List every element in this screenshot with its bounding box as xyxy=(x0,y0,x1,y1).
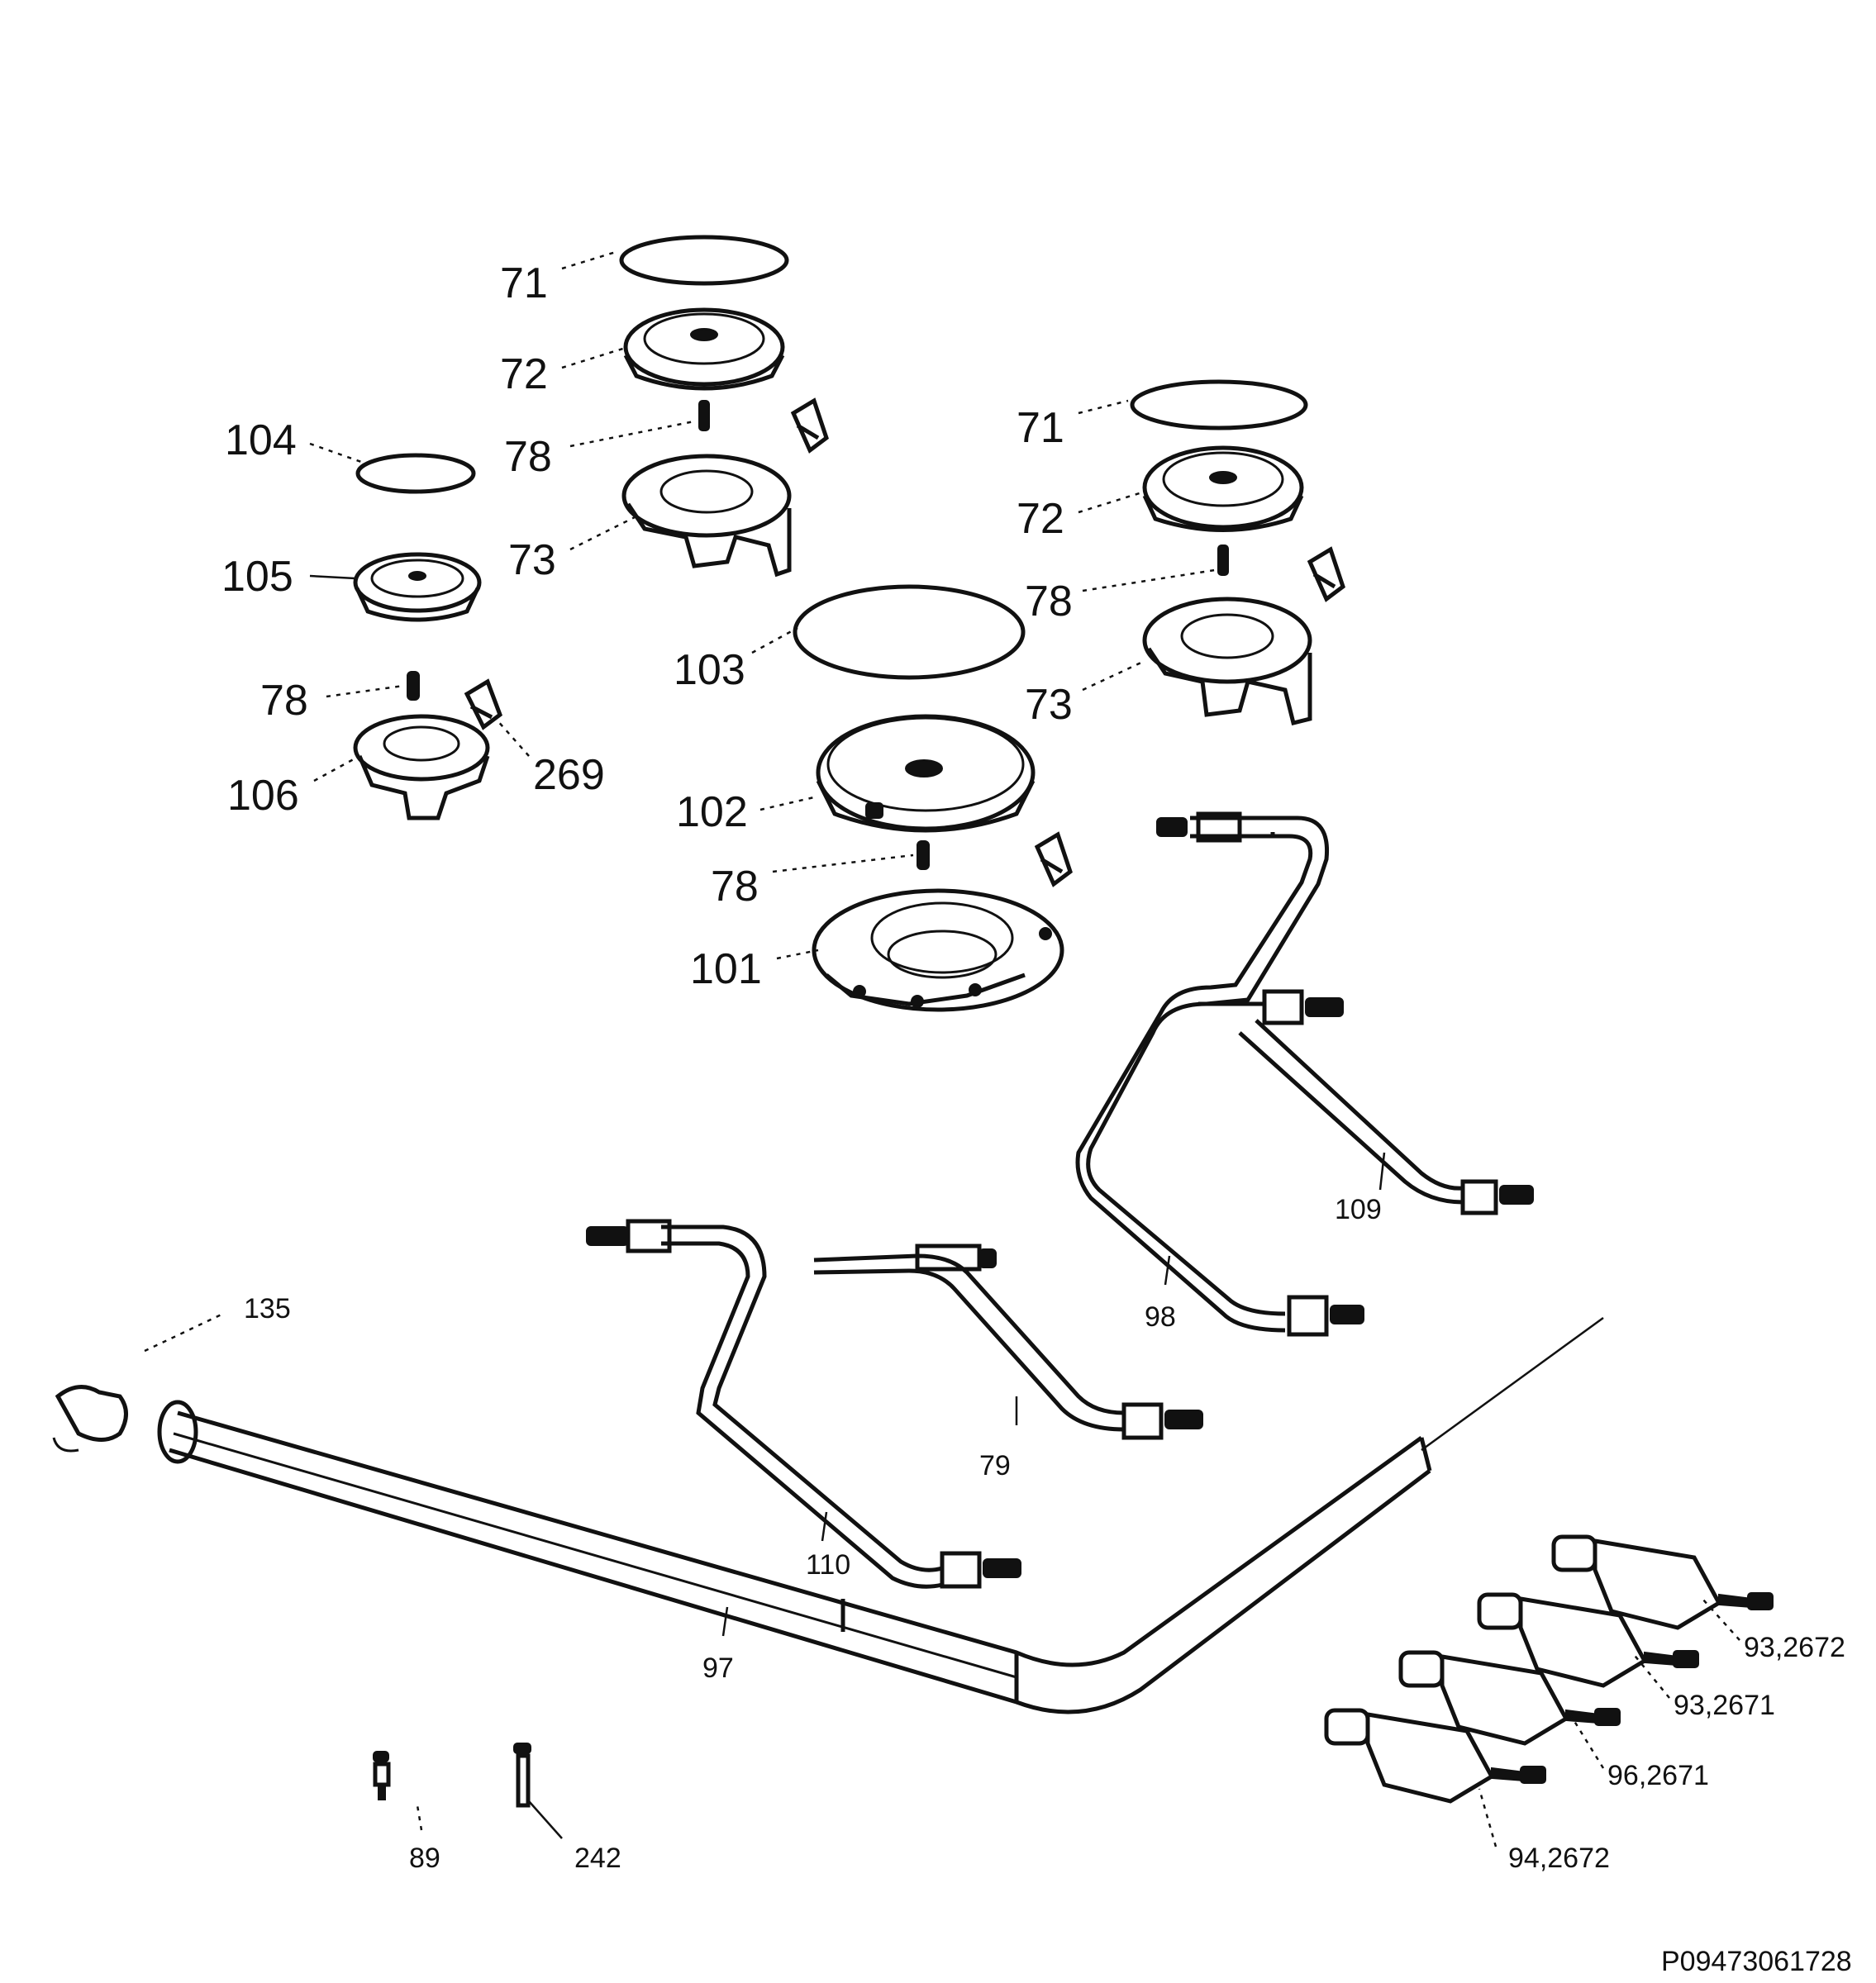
callout-73a: 73 xyxy=(508,536,556,584)
injector-78b xyxy=(407,671,420,701)
gas-valve-96-2671 xyxy=(1398,1650,1621,1746)
burner-stack-left xyxy=(619,235,829,578)
gas-pipe-110 xyxy=(586,1219,1021,1589)
gas-rail-97 xyxy=(157,1316,1604,1714)
fitting-135 xyxy=(52,1385,128,1453)
callout-93-2671: 93,2671 xyxy=(1674,1690,1775,1721)
callout-72a: 72 xyxy=(500,350,548,398)
burner-cap-72a xyxy=(623,307,785,391)
gas-valve-93-2672 xyxy=(1551,1534,1774,1630)
callout-94-2672: 94,2672 xyxy=(1508,1843,1610,1874)
callout-96-2671: 96,2671 xyxy=(1607,1760,1709,1791)
burner-base-101 xyxy=(812,888,1064,1012)
callout-78d: 78 xyxy=(711,863,759,911)
burner-cap-ring-71a xyxy=(619,235,789,286)
burner-cap-ring-104 xyxy=(355,453,476,494)
callout-78b: 78 xyxy=(260,677,308,725)
burner-cap-102 xyxy=(816,714,1036,833)
callout-93-2672: 93,2672 xyxy=(1744,1632,1845,1663)
callout-73b: 73 xyxy=(1025,681,1073,729)
reference-code: P09473061728 xyxy=(1661,1946,1852,1977)
callout-78a: 78 xyxy=(504,433,552,481)
callout-101: 101 xyxy=(690,945,762,993)
callout-97: 97 xyxy=(702,1652,734,1684)
callout-72b: 72 xyxy=(1017,495,1064,543)
burner-cap-72b xyxy=(1142,445,1304,532)
callout-135: 135 xyxy=(244,1293,291,1324)
injector-78d xyxy=(917,840,930,870)
callout-109: 109 xyxy=(1335,1194,1382,1225)
screw-89 xyxy=(373,1751,391,1800)
callout-71a: 71 xyxy=(500,259,548,307)
callout-89: 89 xyxy=(409,1843,440,1874)
callout-104: 104 xyxy=(225,416,297,464)
burner-base-73a xyxy=(621,454,792,578)
callout-103: 103 xyxy=(674,646,745,694)
callout-98: 98 xyxy=(1145,1301,1176,1333)
leader-lines xyxy=(144,250,1740,1847)
callout-79: 79 xyxy=(979,1450,1011,1481)
gas-valve-94-2672 xyxy=(1324,1708,1546,1804)
gas-valve-93-2671 xyxy=(1477,1592,1699,1688)
callout-78c: 78 xyxy=(1025,578,1073,625)
screw-242 xyxy=(513,1743,531,1808)
burner-cap-ring-103 xyxy=(793,584,1026,680)
burner-base-73b xyxy=(1142,597,1312,726)
gas-pipe-79 xyxy=(813,1244,1203,1440)
injector-78c xyxy=(1217,544,1229,576)
callout-labels: 71 72 78 73 104 105 78 106 269 71 72 78 … xyxy=(221,259,1845,1874)
burner-base-106 xyxy=(353,714,490,820)
ignition-bracket-c xyxy=(1034,831,1073,887)
injector-78a xyxy=(698,400,710,431)
burner-stack-large xyxy=(793,584,1073,1012)
ignition-bracket-a xyxy=(790,397,829,454)
burner-cap-105 xyxy=(353,552,482,622)
callout-102: 102 xyxy=(676,788,748,836)
callout-105: 105 xyxy=(221,553,293,601)
ignition-bracket-269 xyxy=(464,678,502,730)
burner-stack-right xyxy=(1130,379,1345,726)
burner-cap-ring-71b xyxy=(1130,379,1308,430)
callout-71b: 71 xyxy=(1017,404,1064,452)
burner-stack-small xyxy=(353,453,502,820)
callout-106: 106 xyxy=(227,772,299,820)
callout-242: 242 xyxy=(574,1843,621,1874)
gas-pipe-98 xyxy=(1075,811,1364,1337)
gas-pipe-109 xyxy=(1198,989,1534,1215)
callout-110: 110 xyxy=(806,1549,850,1581)
ignition-bracket-b xyxy=(1307,546,1345,602)
callout-269: 269 xyxy=(533,751,605,799)
